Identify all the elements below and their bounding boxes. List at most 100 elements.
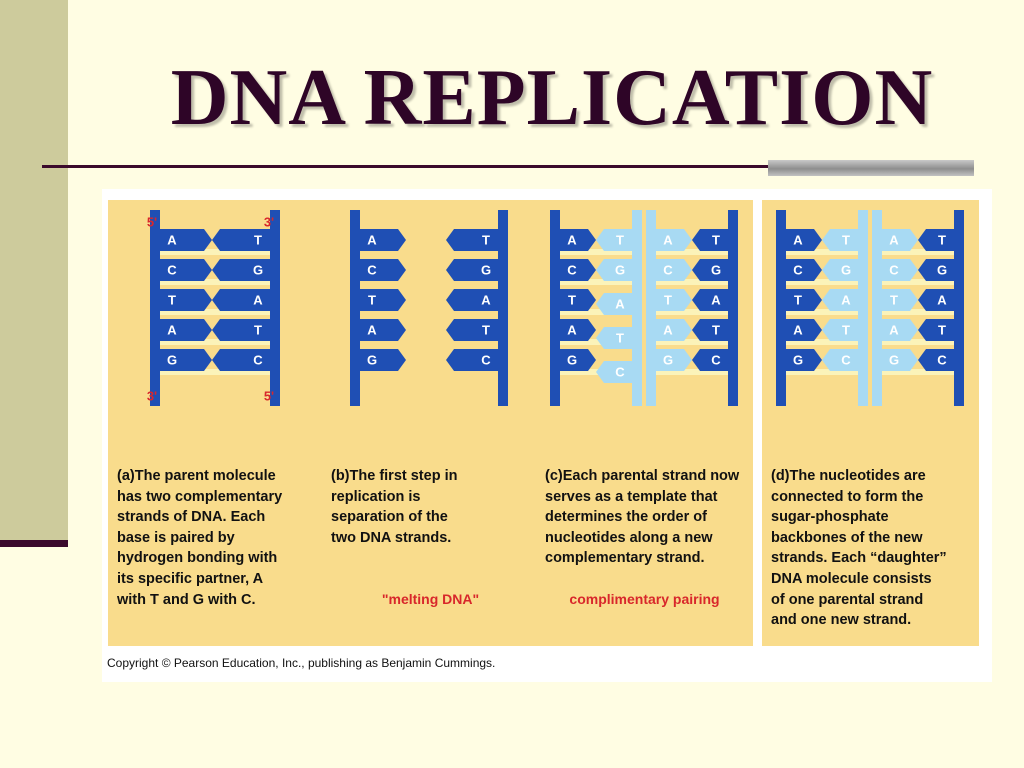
- template-ladder-1-left-base-3-letter: A: [663, 323, 673, 338]
- template-ladder-1-right-base-2-shape: [692, 289, 728, 311]
- daughter-ladder-1-right-base-3-shape: [918, 319, 954, 341]
- left-accent-band: [0, 0, 68, 540]
- parent-right-backbone: [270, 210, 280, 406]
- parent-left-base-4-shape: [160, 349, 212, 371]
- panel-a-letter: (a): [117, 468, 135, 484]
- daughter-ladder-1-rung-0: [882, 249, 954, 255]
- daughter-ladder-0-left-base-1-shape: [786, 259, 822, 281]
- daughter-ladder-1-right-base-2-shape: [918, 289, 954, 311]
- template-ladder-0-left-base-2-letter: T: [568, 293, 576, 308]
- parent-right-base-3-shape: [212, 319, 270, 341]
- daughter-ladder-0-right-backbone: [858, 210, 868, 406]
- daughter-ladder-1-left-base-0-letter: A: [889, 233, 899, 248]
- left-accent-rule: [0, 540, 68, 547]
- daughter-ladder-0-left-base-4-shape: [786, 349, 822, 371]
- panel-c-caption: (c)Each parental strand now serves as a …: [545, 466, 753, 569]
- panel-d-text: The nucleotides are connected to form th…: [771, 468, 947, 629]
- daughter-ladder-0-right-base-0-letter: T: [842, 233, 850, 248]
- daughter-ladder-1-rung-2: [882, 309, 954, 315]
- separated-left-base-0-shape: [360, 229, 406, 251]
- daughter-ladder-1-right-base-3-letter: T: [938, 323, 946, 338]
- daughter-ladder-0-left-base-2-letter: T: [794, 293, 802, 308]
- daughter-ladder-1-left-base-0-shape: [882, 229, 918, 251]
- daughter-ladder-1-right-base-4-shape: [918, 349, 954, 371]
- template-ladder-0-rung-3: [560, 339, 632, 345]
- separated-left-base-2-letter: T: [368, 293, 376, 308]
- separated-right-backbone: [498, 210, 508, 406]
- separated-right-base-1-shape: [446, 259, 498, 281]
- template-ladder-0-left-base-4-letter: G: [567, 353, 577, 368]
- daughter-ladder-0-left-backbone: [776, 210, 786, 406]
- daughter-ladder-0-rung-0: [786, 249, 858, 255]
- template-ladder-0-right-base-2-letter: A: [615, 297, 625, 312]
- template-ladder-0-right-base-4-letter: C: [615, 365, 625, 380]
- parent-right-base-3-letter: T: [254, 323, 262, 338]
- template-ladder-1-right-base-0-letter: T: [712, 233, 720, 248]
- parent-rung-1: [160, 279, 270, 285]
- daughter-ladder-1-right-base-2-letter: A: [937, 293, 947, 308]
- template-ladder-0-right-base-0-shape: [596, 229, 632, 251]
- daughter-ladder-0-rung-2: [786, 309, 858, 315]
- parent-left-base-2-letter: T: [168, 293, 176, 308]
- separated-left-base-3-shape: [360, 319, 406, 341]
- panel-a-text: The parent molecule has two complementar…: [117, 468, 283, 608]
- template-ladder-1-left-base-4-shape: [656, 349, 692, 371]
- panel-a-caption: (a)The parent molecule has two complemen…: [117, 466, 325, 610]
- separated-right-base-1-letter: G: [481, 263, 491, 278]
- panel-b-text: The first step in replication is separat…: [331, 468, 458, 546]
- template-ladder-0-left-backbone: [550, 210, 560, 406]
- title-divider-accent: [768, 160, 974, 176]
- daughter-ladder-0-rung-4: [786, 369, 858, 375]
- template-ladder-1-right-backbone: [728, 210, 738, 406]
- parent-right-base-0-shape: [212, 229, 270, 251]
- daughter-ladder-0-left-base-1-letter: C: [793, 263, 803, 278]
- daughter-ladder-0-right-base-3-shape: [822, 319, 858, 341]
- daughter-ladder-0-left-base-3-letter: A: [793, 323, 803, 338]
- template-ladder-0-right-base-3-letter: T: [616, 331, 624, 346]
- template-ladder-1-left-base-2-shape: [656, 289, 692, 311]
- template-ladder-1-right-base-3-shape: [692, 319, 728, 341]
- panel-d-letter: (d): [771, 468, 790, 484]
- template-ladder-1-left-base-0-shape: [656, 229, 692, 251]
- template-ladder-1-left-base-4-letter: G: [663, 353, 673, 368]
- template-ladder-0-left-base-1-letter: C: [567, 263, 577, 278]
- daughter-ladder-1-left-base-3-letter: A: [889, 323, 899, 338]
- parent-right-base-2-shape: [212, 289, 270, 311]
- daughter-ladder-1-right-base-0-letter: T: [938, 233, 946, 248]
- parent-left-base-0-letter: A: [167, 233, 177, 248]
- daughter-ladder-1-rung-1: [882, 279, 954, 285]
- parent-right-base-0-letter: T: [254, 233, 262, 248]
- separated-left-base-1-shape: [360, 259, 406, 281]
- separated-left-base-4-shape: [360, 349, 406, 371]
- parent-left-base-0-shape: [160, 229, 212, 251]
- parent-right-base-1-shape: [212, 259, 270, 281]
- parent-left-base-1-letter: C: [167, 263, 177, 278]
- template-ladder-1-right-base-4-shape: [692, 349, 728, 371]
- title-divider: [42, 165, 937, 168]
- panel-b-note: "melting DNA": [381, 591, 480, 607]
- separated-left-base-0-letter: A: [367, 233, 377, 248]
- panel-c-letter: (c): [545, 468, 563, 484]
- template-ladder-1-left-base-1-shape: [656, 259, 692, 281]
- separated-right-base-3-letter: T: [482, 323, 490, 338]
- daughter-ladder-1-right-base-1-letter: G: [937, 263, 947, 278]
- template-ladder-1-left-base-1-letter: C: [663, 263, 673, 278]
- daughter-ladder-0-left-base-0-shape: [786, 229, 822, 251]
- template-ladder-0-rung-0: [560, 249, 632, 255]
- daughter-ladder-1-left-backbone: [872, 210, 882, 406]
- separated-left-base-3-letter: A: [367, 323, 377, 338]
- template-ladder-1-right-base-2-letter: A: [711, 293, 721, 308]
- panel-c-text: Each parental strand now serves as a tem…: [545, 468, 740, 567]
- parent-rung-3: [160, 339, 270, 345]
- parent-left-base-2-shape: [160, 289, 212, 311]
- daughter-ladder-0-right-base-4-shape: [822, 349, 858, 371]
- separated-left-base-4-letter: G: [367, 353, 377, 368]
- daughter-ladder-0-right-base-2-letter: A: [841, 293, 851, 308]
